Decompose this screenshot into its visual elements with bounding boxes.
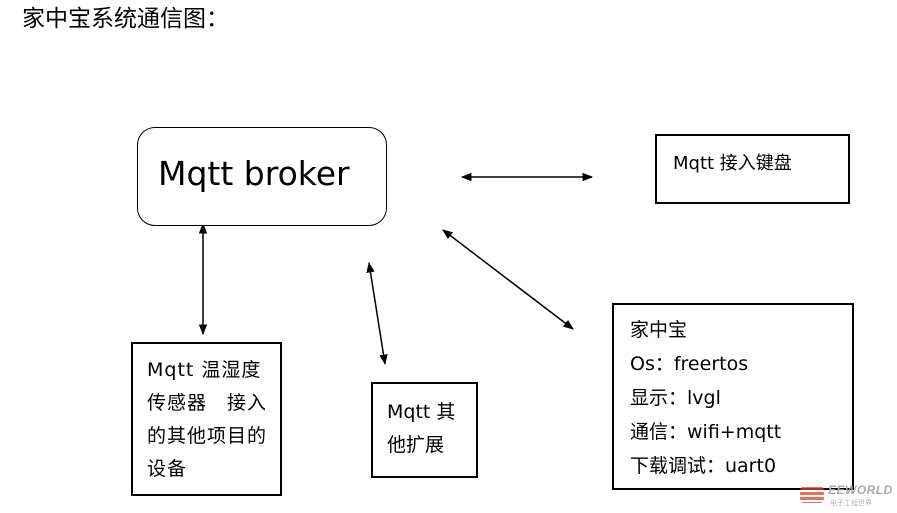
arrow-broker-home [442,229,574,330]
mqtt-sensor-node: Mqtt 温湿度传感器 接入的其他项目的设备 [131,342,282,496]
arrow-broker-extension [366,261,388,366]
mqtt-keyboard-label: Mqtt 接入键盘 [673,153,792,174]
diagram-title: 家中宝系统通信图： [22,6,229,32]
mqtt-sensor-label: Mqtt 温湿度传感器 接入的其他项目的设备 [147,359,268,480]
eeworld-brand-text: EEWORLD [828,483,893,497]
home-device-debug: 下载调试：uart0 [630,455,777,477]
home-device-node: 家中宝 Os：freertos 显示：lvgl 通信：wifi+mqtt 下载调… [612,303,854,490]
eeworld-sub-text: 电子工程世界 [830,499,872,507]
eeworld-watermark-logo: EEWORLD 电子工程世界 [800,480,894,510]
mqtt-broker-label: Mqtt broker [158,154,350,193]
mqtt-extension-label: Mqtt 其他扩展 [387,401,456,456]
mqtt-extension-node: Mqtt 其他扩展 [371,382,478,478]
mqtt-broker-node: Mqtt broker [137,127,387,226]
home-device-display: 显示：lvgl [630,387,721,409]
home-device-os: Os：freertos [630,353,749,375]
home-device-comm: 通信：wifi+mqtt [630,421,782,443]
home-device-name: 家中宝 [630,319,688,341]
eeworld-logo-icon [800,487,824,503]
mqtt-keyboard-node: Mqtt 接入键盘 [655,134,850,204]
